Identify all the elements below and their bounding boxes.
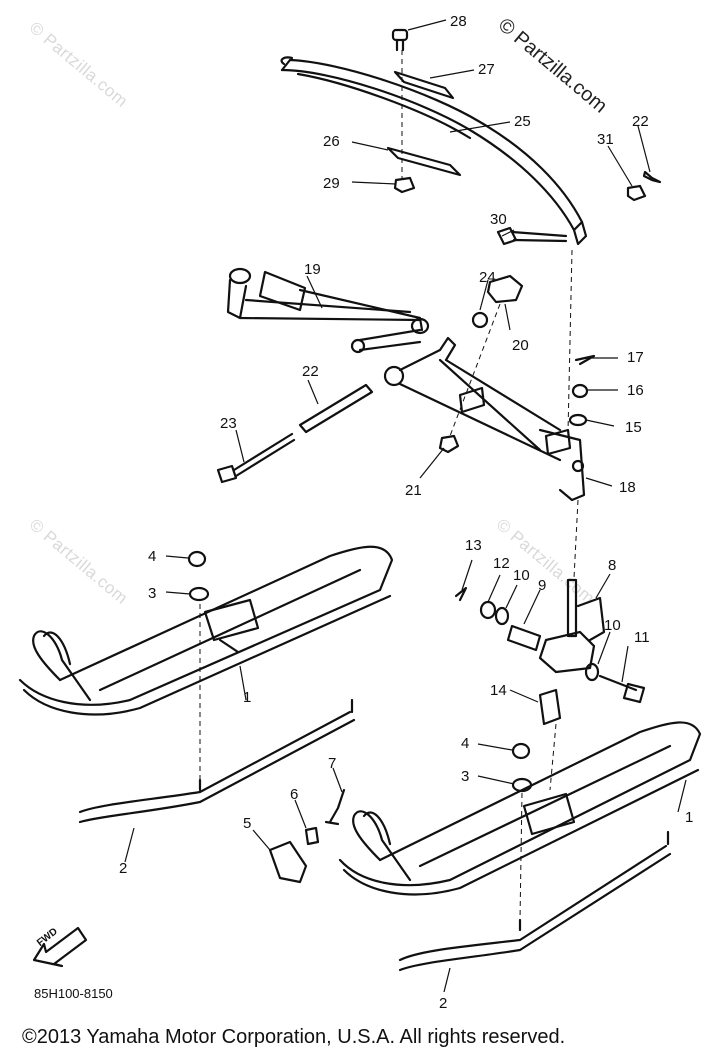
copyright-notice: ©2013 Yamaha Motor Corporation, U.S.A. A…: [22, 1026, 566, 1048]
bumper-20: [486, 274, 524, 304]
callout-4-left: 4: [148, 548, 157, 565]
nut-31: [626, 184, 647, 202]
callout-2-left: 2: [119, 860, 128, 877]
callout-17: 17: [627, 349, 644, 366]
callout-25: 25: [514, 113, 531, 130]
damper-14: [538, 688, 562, 726]
callout-23: 23: [220, 415, 237, 432]
bolt-30: [496, 226, 568, 246]
callout-19: 19: [304, 261, 321, 278]
washer-15: [568, 413, 588, 427]
callout-30: 30: [490, 211, 507, 228]
left-ski: [18, 545, 394, 716]
left-arm-19: [226, 267, 430, 354]
right-arm-18: [383, 336, 586, 502]
callout-5: 5: [243, 815, 252, 832]
nut-16: [571, 383, 589, 399]
callout-29: 29: [323, 175, 340, 192]
washer-10a: [494, 606, 510, 626]
callout-24: 24: [479, 269, 496, 286]
callout-32: 22: [632, 113, 649, 130]
nut-4-left: [187, 550, 207, 568]
left-runner: [78, 698, 356, 824]
callout-21: 21: [405, 482, 422, 499]
callout-2-right: 2: [439, 995, 448, 1012]
washer-3-right: [511, 777, 533, 793]
callout-9: 9: [538, 577, 547, 594]
bolt-7: [324, 788, 346, 826]
callout-10a: 10: [513, 567, 530, 584]
pin-13: [454, 586, 468, 602]
pin-32: [642, 170, 662, 184]
callout-20: 20: [512, 337, 529, 354]
washer-12: [479, 600, 497, 620]
callout-31: 31: [597, 131, 614, 148]
callout-10b: 10: [604, 617, 621, 634]
callout-18: 18: [619, 479, 636, 496]
plate-26: [386, 146, 462, 177]
washer-10b: [584, 662, 600, 682]
tube-22: [298, 383, 374, 434]
pin-17: [574, 354, 596, 366]
callout-1-right: 1: [685, 809, 694, 826]
spindle-8: [538, 578, 606, 674]
nut-24: [471, 311, 489, 329]
callout-14: 14: [490, 682, 507, 699]
callout-8: 8: [608, 557, 617, 574]
bolt-28: [391, 28, 409, 52]
callout-7: 7: [328, 755, 337, 772]
callout-16: 16: [627, 382, 644, 399]
bolt-11: [598, 674, 646, 704]
callout-15: 15: [625, 419, 642, 436]
bracket-5: [268, 840, 308, 884]
callout-13: 13: [465, 537, 482, 554]
fwd-arrow-icon: [32, 926, 88, 968]
right-ski: [338, 721, 702, 896]
bushing-9: [506, 624, 542, 652]
callout-12: 12: [493, 555, 510, 572]
callout-11: 11: [634, 629, 650, 646]
callout-27: 27: [478, 61, 495, 78]
callout-3-right: 3: [461, 768, 470, 785]
callout-6: 6: [290, 786, 299, 803]
callout-3-left: 3: [148, 585, 157, 602]
collar-6: [304, 826, 320, 846]
washer-3-left: [188, 586, 210, 602]
plate-27: [393, 70, 455, 100]
leaf-spring: [280, 56, 588, 246]
nut-29: [393, 176, 416, 194]
callout-22: 22: [302, 363, 319, 380]
nut-21: [438, 434, 460, 454]
right-runner: [398, 830, 672, 972]
nut-4-right: [511, 742, 531, 760]
diagram-code: 85H100-8150: [34, 986, 113, 1001]
callout-4-right: 4: [461, 735, 470, 752]
callout-28: 28: [450, 13, 467, 30]
callout-1-left: 1: [243, 689, 252, 706]
bolt-23: [216, 432, 296, 484]
callout-26: 26: [323, 133, 340, 150]
